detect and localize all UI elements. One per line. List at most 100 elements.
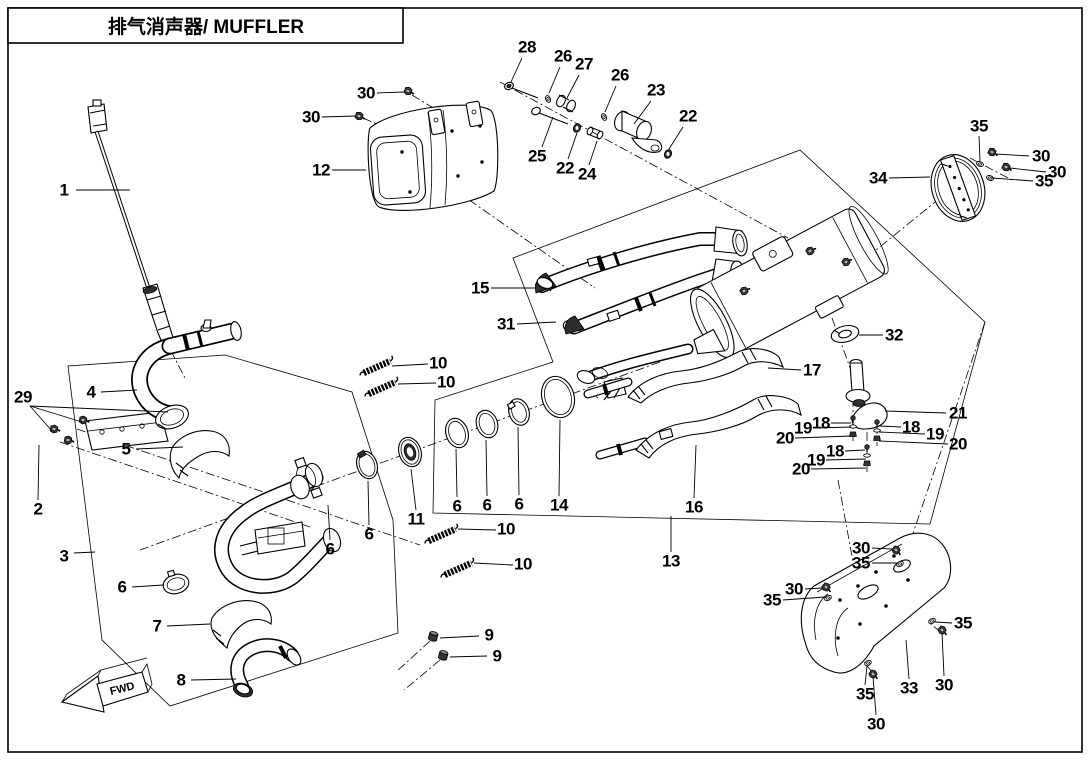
leader-line-35 — [782, 596, 826, 601]
callout-5: 5 — [122, 440, 131, 459]
callout-22: 22 — [679, 107, 697, 126]
callout-21: 21 — [949, 404, 967, 423]
heat-shield-17 — [583, 348, 785, 404]
leader-line-30 — [1009, 167, 1047, 173]
leader-line-35 — [934, 621, 953, 624]
callout-19: 19 — [926, 425, 944, 444]
mid-pipe-group-outline — [432, 149, 986, 525]
front-pipe-assembly — [49, 319, 342, 698]
leader-line-27 — [566, 74, 580, 99]
callout-20: 20 — [949, 435, 967, 454]
leader-line-10 — [473, 562, 514, 566]
leader-line-29 — [29, 405, 83, 423]
leader-line-19 — [825, 458, 867, 461]
callout-30: 30 — [1032, 147, 1050, 166]
callout-20: 20 — [792, 460, 810, 479]
leader-line-25 — [541, 116, 554, 148]
callout-11: 11 — [408, 510, 425, 529]
callout-18: 18 — [812, 414, 830, 433]
leader-line-23 — [633, 100, 652, 125]
leader-line-6 — [485, 439, 488, 497]
callout-31: 31 — [497, 315, 515, 334]
leader-line-10 — [457, 528, 497, 531]
page-title: 排气消声器/ MUFFLER — [108, 15, 305, 38]
leader-line-30 — [321, 115, 356, 118]
callout-34: 34 — [869, 169, 888, 188]
leader-line-34 — [888, 176, 931, 179]
callout-30: 30 — [1048, 163, 1066, 182]
front-pipe-group-outline — [67, 354, 399, 707]
front-heat-shield — [353, 85, 499, 211]
leader-line-20 — [810, 467, 867, 470]
callout-10: 10 — [437, 373, 455, 392]
callout-6: 6 — [365, 525, 374, 544]
leader-line-20 — [878, 440, 949, 445]
callout-18: 18 — [826, 442, 844, 461]
leader-line-9 — [449, 655, 488, 658]
callout-29: 29 — [14, 388, 32, 407]
callout-25: 25 — [528, 147, 546, 166]
fwd-label: FWD — [109, 680, 136, 698]
callout-1: 1 — [60, 181, 69, 200]
leader-line-14 — [558, 419, 561, 497]
exhaust-pipe-15 — [535, 226, 748, 294]
callout-20: 20 — [776, 429, 794, 448]
oxygen-sensor — [87, 99, 177, 353]
callout-4: 4 — [87, 383, 97, 402]
leader-line-35 — [864, 665, 868, 686]
leader-line-29 — [29, 405, 169, 413]
callout-30: 30 — [852, 539, 870, 558]
leader-line-9 — [439, 635, 480, 639]
leader-line-22 — [668, 126, 684, 150]
fwd-arrow: FWD — [60, 657, 153, 713]
callout-35: 35 — [970, 117, 988, 136]
callout-10: 10 — [514, 555, 532, 574]
callout-30: 30 — [935, 676, 953, 695]
callout-30: 30 — [357, 84, 375, 103]
callout-14: 14 — [550, 496, 569, 515]
leader-line-35 — [978, 135, 981, 162]
leader-line-3 — [73, 551, 96, 554]
leader-line-30 — [941, 632, 945, 677]
leader-line-31 — [516, 321, 557, 325]
callout-17: 17 — [803, 361, 821, 380]
leader-line-19 — [878, 431, 926, 435]
callout-9: 9 — [485, 626, 494, 645]
leader-line-6 — [327, 504, 331, 541]
leader-line-6 — [367, 480, 370, 526]
callout-16: 16 — [685, 498, 703, 517]
leader-line-21 — [884, 410, 947, 414]
callout-35: 35 — [1035, 172, 1053, 191]
callout-24: 24 — [578, 165, 597, 184]
callout-6: 6 — [483, 496, 492, 515]
callout-6: 6 — [515, 495, 524, 514]
callout-35: 35 — [852, 554, 870, 573]
gasket-rings — [290, 375, 576, 500]
leader-line-30 — [995, 153, 1030, 157]
callout-22: 22 — [556, 159, 574, 178]
leader-line-18 — [878, 425, 902, 428]
leader-line-8 — [190, 678, 237, 681]
callout-30: 30 — [785, 580, 803, 599]
leader-line-6 — [517, 426, 520, 496]
leader-line-19 — [812, 426, 852, 429]
leader-line-26 — [548, 66, 561, 94]
leader-line-24 — [588, 140, 598, 166]
muffler-heat-shield — [800, 532, 952, 683]
leader-line-33 — [905, 639, 910, 680]
callout-23: 23 — [647, 81, 665, 100]
callout-19: 19 — [807, 451, 825, 470]
leader-line-6 — [455, 448, 458, 498]
leader-line-11 — [410, 468, 417, 511]
callout-6: 6 — [453, 497, 462, 516]
leader-line-7 — [166, 623, 211, 627]
muffler-end-cap-ring — [930, 146, 1015, 222]
leader-line-10 — [391, 363, 429, 367]
leader-line-20 — [794, 435, 852, 439]
callout-26: 26 — [554, 47, 572, 66]
callout-10: 10 — [429, 354, 447, 373]
leader-line-17 — [767, 367, 802, 371]
callout-2: 2 — [34, 500, 43, 519]
